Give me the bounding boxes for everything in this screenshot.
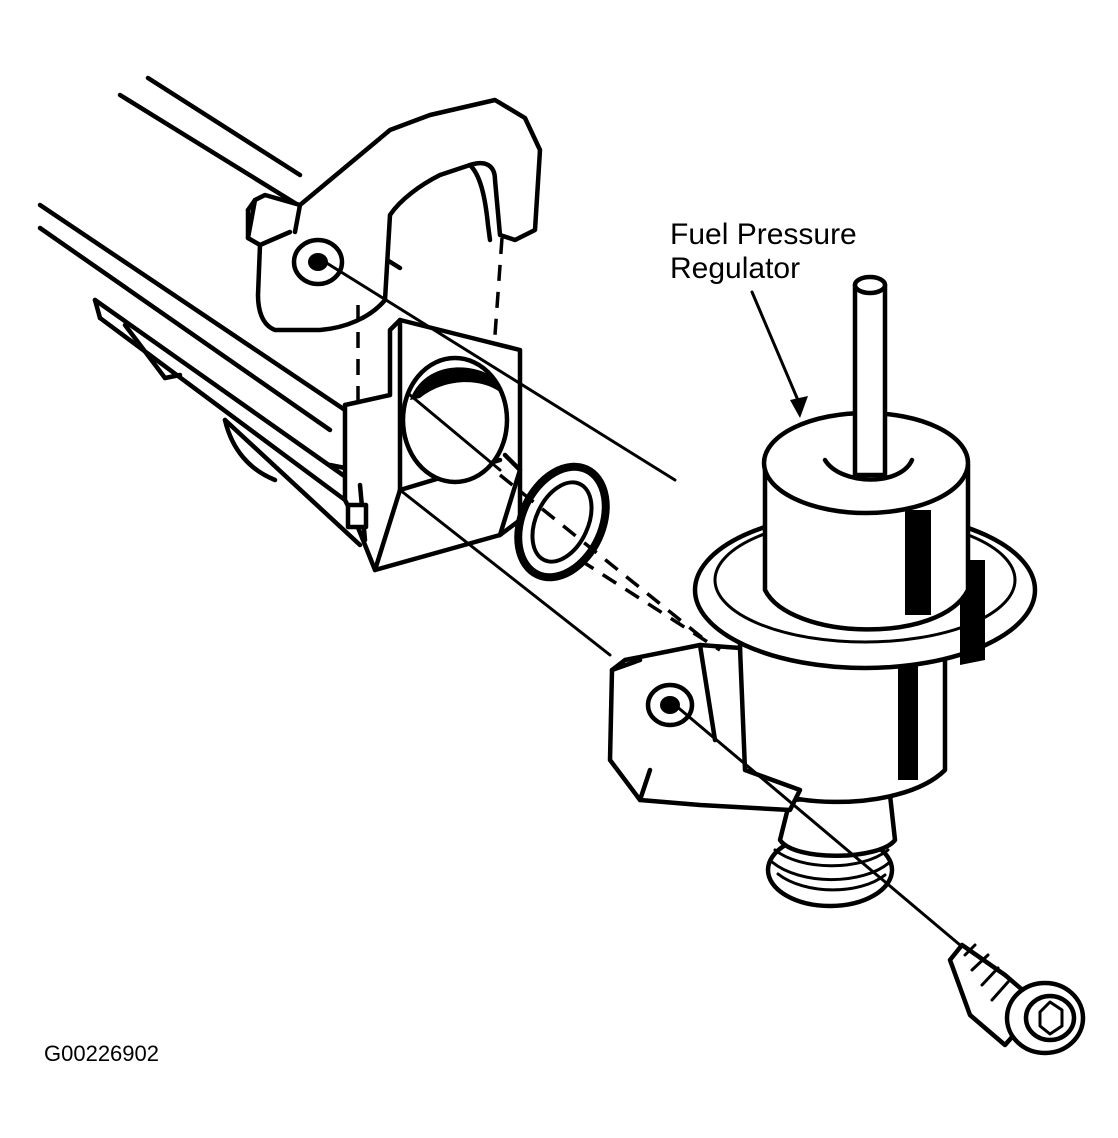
assembly-lines xyxy=(323,237,962,947)
rail-mounting-bracket xyxy=(245,97,543,333)
callout-leader xyxy=(750,290,808,418)
callout-line-1: Fuel Pressure xyxy=(670,218,857,251)
figure-id: G00226902 xyxy=(44,1041,159,1066)
regulator-socket xyxy=(342,317,523,573)
fuel-pressure-regulator xyxy=(692,274,1038,909)
callout-label-fuel-pressure-regulator: Fuel Pressure Regulator xyxy=(670,218,857,286)
o-ring xyxy=(514,462,610,582)
callout-line-2: Regulator xyxy=(670,252,801,285)
fuel-rail xyxy=(37,75,403,548)
regulator-mounting-tab xyxy=(607,642,803,813)
mounting-screw xyxy=(947,942,1086,1056)
